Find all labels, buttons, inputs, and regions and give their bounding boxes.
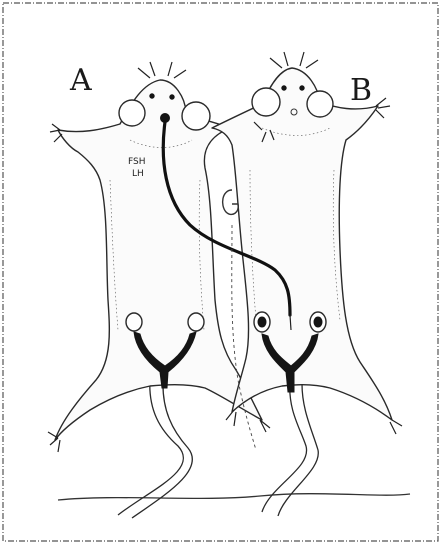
annotation-lh: LH [132,169,144,179]
rat-a-whiskers [138,62,186,78]
rat-b-right-gonad-core [314,317,322,327]
figure-frame [3,3,438,541]
rat-b-whiskers [270,52,318,68]
rat-b-left-ear [252,88,280,116]
annotation-fsh: FSH [128,157,146,167]
rat-a-right-hind-paw [260,420,270,432]
rat-b-right-ear [307,91,333,117]
rat-b-body [212,68,392,420]
ground-line [58,494,410,500]
rat-a-left-gonad [126,313,142,331]
label-rat-b: B [350,73,372,108]
junction-mark [223,190,239,214]
rat-a-right-ear [182,102,210,130]
rat-b-right-hind-paw [390,420,402,434]
rat-a-left-eye [150,94,154,98]
rat-b-tail [262,382,318,516]
label-rat-a: A [69,63,92,98]
rat-a-left-ear [119,100,145,126]
rat-b-left-eye [282,86,286,90]
rat-b [212,52,402,516]
rat-a-right-eye [170,95,174,99]
rat-a-tail [118,378,192,518]
rat-a-right-gonad [188,313,204,331]
rat-b-right-eye [300,86,304,90]
rat-b-left-hind-paw [226,410,236,426]
rat-b-right-paw [376,98,390,118]
rat-b-left-gonad-core [258,317,266,327]
